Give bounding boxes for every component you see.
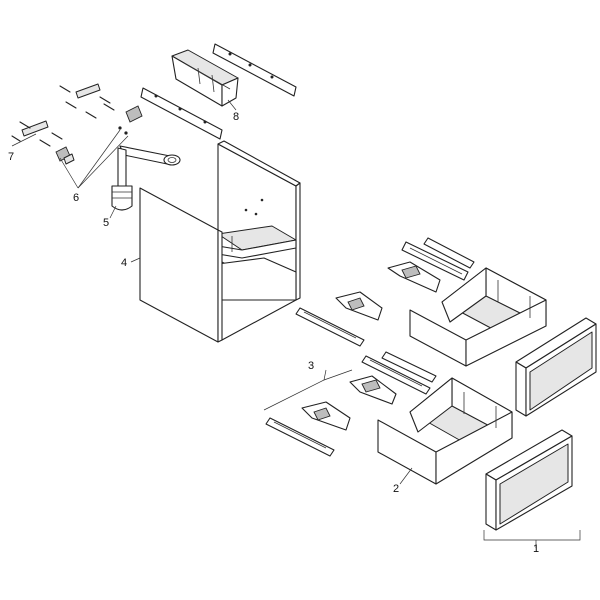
drawer-runner-set — [265, 237, 475, 457]
wall-bracket-set — [11, 83, 115, 147]
callout-8: 8 — [233, 111, 239, 123]
storage-box — [171, 49, 239, 107]
siphon-trap — [111, 145, 181, 211]
drawer-front-lower — [485, 429, 573, 531]
drawer-box-upper — [409, 267, 547, 367]
callout-2: 2 — [393, 483, 399, 495]
leader-lines — [11, 99, 581, 548]
callout-7: 7 — [8, 151, 14, 163]
callout-5: 5 — [103, 217, 109, 229]
connector-clip-parts — [55, 105, 143, 165]
callout-3: 3 — [308, 360, 314, 372]
rail-back — [212, 43, 297, 97]
callout-labels: 1 2 3 4 5 6 7 8 — [8, 111, 539, 555]
callout-6: 6 — [73, 192, 79, 204]
cabinet-front-panel — [139, 187, 219, 343]
callout-4: 4 — [121, 257, 127, 269]
storage-box-assembly — [140, 43, 297, 140]
drawer-front-upper — [515, 317, 597, 417]
callout-1: 1 — [533, 543, 539, 555]
drawer-box-lower — [377, 377, 513, 485]
cabinet-body — [139, 140, 301, 343]
rail-front — [140, 87, 223, 140]
